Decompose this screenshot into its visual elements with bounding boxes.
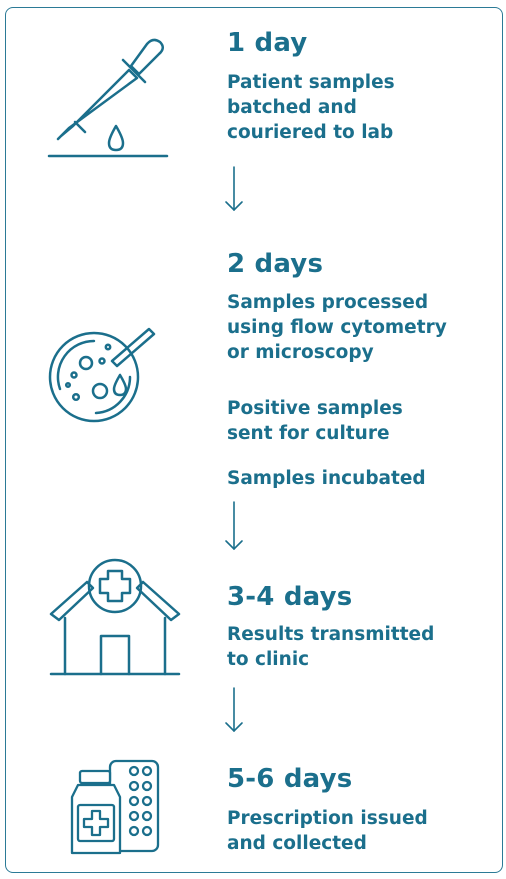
step-duration-1: 1 day (227, 28, 308, 58)
step-description-4: Prescription issued and collected (227, 808, 428, 854)
timeline-card (5, 7, 503, 873)
arrow-down-icon (222, 165, 246, 217)
step-description-2b: Positive samples sent for culture (227, 398, 403, 444)
petri-dish-icon (46, 325, 171, 425)
step-duration-2: 2 days (227, 249, 324, 279)
step-duration-4: 5-6 days (227, 764, 353, 794)
pipette-icon (45, 36, 175, 161)
medication-icon (70, 757, 160, 857)
clinic-icon (45, 556, 185, 681)
step-description-2c: Samples incubated (227, 468, 426, 489)
arrow-down-icon (222, 500, 246, 556)
step-duration-3: 3-4 days (227, 582, 353, 612)
step-description-3: Results transmitted to clinic (227, 624, 435, 670)
step-description-1: Patient samples batched and couriered to… (227, 72, 395, 143)
arrow-down-icon (222, 686, 246, 738)
step-description-2a: Samples processed using flow cytometry o… (227, 292, 447, 363)
